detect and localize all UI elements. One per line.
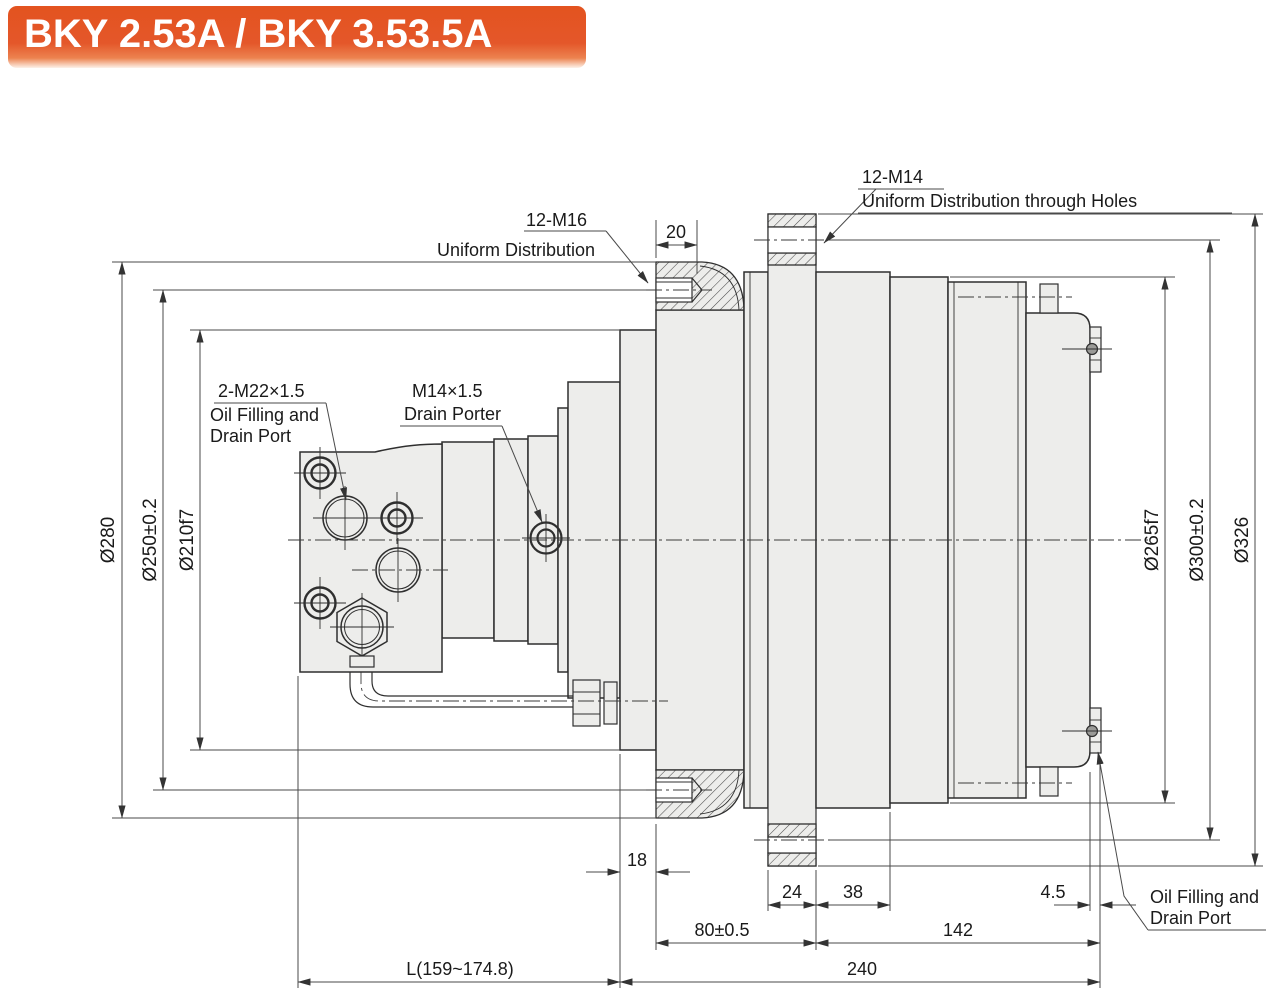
drain-pipe: [349, 666, 668, 727]
dia-label-300: Ø300±0.2: [1187, 498, 1208, 581]
dia-label-265: Ø265f7: [1142, 509, 1163, 571]
dim-flange-thickness: 18: [627, 850, 647, 870]
drain-porter-port: [522, 514, 570, 562]
callout-hub-note1: Oil Filling and: [1150, 887, 1259, 907]
dim-motor-length: L(159~174.8): [406, 959, 514, 979]
callout-m14-note: Uniform Distribution through Holes: [862, 191, 1137, 211]
dim-overall-width: 240: [847, 959, 877, 979]
hub-port-boss-bottom: [1062, 707, 1112, 754]
callout-m16-thread: 12-M16: [526, 210, 587, 230]
dia-label-210: Ø210f7: [177, 509, 198, 571]
valve-block: [294, 443, 448, 673]
callout-m22-note1: Oil Filling and: [210, 405, 319, 425]
port-plug-1: [294, 447, 346, 499]
callout-m16-note: Uniform Distribution: [437, 240, 595, 260]
callout-m14-thread: 12-M14: [862, 167, 923, 187]
dia-label-326: Ø326: [1232, 517, 1253, 563]
callout-drain-note: Drain Porter: [404, 404, 501, 424]
hub-port-boss-top: [1062, 326, 1112, 373]
port-plug-3: [294, 577, 346, 629]
dim-hub-flange-width: 24: [782, 882, 802, 902]
callout-drain-thread: M14×1.5: [412, 381, 483, 401]
callout-m22-note2: Drain Port: [210, 426, 291, 446]
dia-label-280: Ø280: [98, 517, 119, 563]
title-banner: BKY 2.53A / BKY 3.53.5A: [8, 6, 586, 68]
hex-plug: [330, 593, 394, 668]
port-plug-2: [371, 492, 423, 544]
dim-thread-depth: 20: [666, 222, 686, 242]
callout-m22-thread: 2-M22×1.5: [218, 381, 305, 401]
dim-hub-span: 142: [943, 920, 973, 940]
dim-cap-offset: 4.5: [1040, 882, 1065, 902]
dim-mount-span: 80±0.5: [695, 920, 750, 940]
dimensions: Ø280 Ø250±0.2 Ø210f7 Ø265f7 Ø300±0.2 Ø32…: [98, 213, 1263, 988]
model-title: BKY 2.53A / BKY 3.53.5A: [24, 11, 493, 56]
callout-hub-note2: Drain Port: [1150, 908, 1231, 928]
port-m22-b: [352, 538, 448, 602]
dim-step-width: 38: [843, 882, 863, 902]
dia-label-250: Ø250±0.2: [140, 498, 161, 581]
callouts: 12-M16 Uniform Distribution 12-M14 Unifo…: [210, 167, 1266, 931]
